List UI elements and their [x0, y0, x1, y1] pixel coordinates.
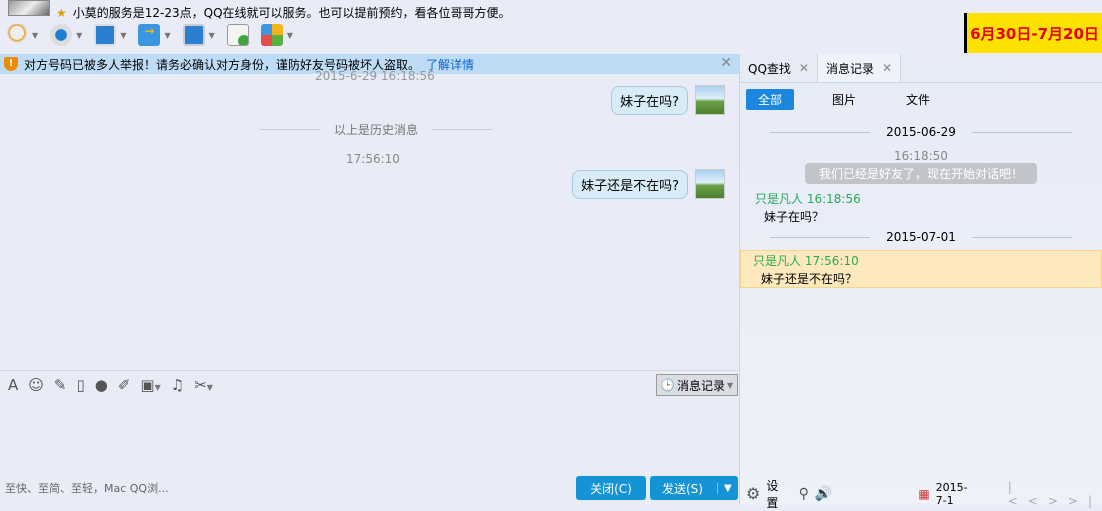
shake-icon[interactable]: ▯	[76, 376, 85, 394]
screenshot-scissors-icon[interactable]: ✂▼	[194, 376, 213, 394]
history-message: 妹子在吗？	[764, 210, 825, 224]
date-text: 2015-06-29	[886, 125, 956, 139]
input-toolbar: A ☺ ✎ ▯ ● ✐ ▣▼ ♫ ✂▼	[8, 376, 213, 394]
panel-tabs: QQ查找 ✕ 消息记录 ✕	[740, 54, 1102, 83]
close-button[interactable]: 关闭(C)	[576, 476, 646, 500]
screen-share-button[interactable]: ▼	[94, 24, 126, 46]
image-icon[interactable]: ▣▼	[140, 376, 161, 394]
tab-qq-search[interactable]: QQ查找 ✕	[740, 54, 818, 82]
panel-divider[interactable]	[739, 54, 740, 505]
contact-avatar[interactable]	[8, 0, 50, 16]
history-panel: QQ查找 ✕ 消息记录 ✕ 全部 图片 文件 2015-06-29 16:18:50…	[740, 54, 1102, 505]
add-chat-button[interactable]	[226, 24, 249, 46]
prev-page-icon[interactable]: <	[1027, 493, 1048, 508]
tab-label: QQ查找	[748, 61, 791, 76]
nudge-icon[interactable]: ✎	[53, 376, 67, 394]
avatar[interactable]	[695, 85, 725, 115]
message-bubble: 妹子在吗?	[611, 86, 688, 115]
video-call-button[interactable]: ▼	[50, 24, 82, 46]
history-message: 妹子还是不在吗？	[761, 272, 858, 286]
apps-button[interactable]: ▼	[260, 24, 293, 46]
remote-desktop-button[interactable]: ▼	[182, 24, 215, 46]
remote-desktop-icon	[182, 24, 205, 46]
date-separator: 2015-06-29	[740, 120, 1102, 144]
close-icon[interactable]: ✕	[720, 55, 732, 71]
history-footer: ⚙ 设置 ⚲ 🔊 ▦ 2015-7-1 |<<>>|	[740, 479, 1102, 510]
send-button[interactable]: 发送(S) ▼	[650, 476, 738, 500]
send-label: 发送(S)	[662, 481, 703, 496]
close-icon[interactable]: ✕	[798, 61, 809, 75]
date-separator: 2015-07-01	[740, 227, 1102, 247]
tab-label: 消息记录	[825, 61, 874, 76]
file-transfer-button[interactable]: →▼	[138, 24, 171, 46]
history-separator: 以上是历史消息	[260, 121, 493, 138]
system-time: 16:18:50	[894, 149, 948, 163]
music-icon[interactable]: ♫	[170, 376, 185, 394]
filter-all[interactable]: 全部	[746, 89, 795, 110]
warning-bar: ! 对方号码已被多人举报！请务必确认对方身份，谨防好友号码被坏人盗取。 了解详情…	[0, 54, 740, 74]
avatar[interactable]	[695, 169, 725, 199]
sender-line: 只是凡人 16:18:56	[755, 192, 861, 206]
filter-files[interactable]: 文件	[906, 93, 931, 107]
voice-message-icon[interactable]: ●	[94, 376, 108, 394]
toolbar: ▼ ▼ ▼ →▼ ▼ ▼	[6, 24, 293, 46]
close-icon[interactable]: ✕	[881, 61, 893, 75]
apps-icon	[260, 24, 283, 46]
voice-call-button[interactable]: ▼	[6, 24, 38, 46]
next-page-icon[interactable]: >	[1047, 493, 1068, 508]
first-page-icon[interactable]: |<	[1007, 479, 1028, 508]
pagination: |<<>>|	[1008, 480, 1102, 508]
timestamp: 17:56:10	[346, 152, 400, 166]
speaker-icon[interactable]: 🔊	[814, 485, 833, 502]
edit-icon[interactable]: ✐	[117, 376, 131, 394]
input-divider	[0, 370, 739, 371]
mic-icon	[6, 24, 28, 46]
screen-share-icon	[94, 24, 117, 46]
message-history-button[interactable]: 🕒消息记录▼	[656, 374, 738, 396]
promo-banner[interactable]: 6月30日-7月20日	[964, 13, 1102, 53]
highlighted-message[interactable]: 只是凡人 17:56:10 妹子还是不在吗？	[740, 250, 1102, 288]
sender-line: 只是凡人 17:56:10	[753, 254, 859, 268]
timestamp: 2015-6-29 16:18:56	[315, 69, 435, 83]
shield-warning-icon: !	[4, 57, 18, 71]
file-transfer-icon: →	[138, 24, 161, 46]
last-page-icon[interactable]: >|	[1067, 493, 1102, 508]
history-separator-text: 以上是历史消息	[334, 123, 419, 137]
contact-signature: ★ 小莫的服务是12-23点，QQ在线就可以服务。也可以提前预约，看各位哥哥方便。	[56, 4, 511, 21]
send-options-dropdown[interactable]: ▼	[716, 482, 732, 494]
warning-text: 对方号码已被多人举报！请务必确认对方身份，谨防好友号码被坏人盗取。	[24, 57, 421, 72]
clock-icon: 🕒	[660, 378, 675, 392]
tab-message-history[interactable]: 消息记录 ✕	[817, 54, 902, 82]
filter-images[interactable]: 图片	[832, 93, 857, 107]
gear-icon[interactable]: ⚙	[746, 484, 761, 503]
signature-text: 小莫的服务是12-23点，QQ在线就可以服务。也可以提前预约，看各位哥哥方便。	[72, 6, 511, 20]
learn-more-link[interactable]: 了解详情	[426, 57, 475, 72]
calendar-icon[interactable]: ▦	[918, 486, 930, 501]
date-text: 2015-07-01	[886, 230, 956, 244]
history-filters: 全部 图片 文件	[740, 83, 1102, 116]
date-picker[interactable]: 2015-7-1	[935, 480, 968, 507]
font-icon[interactable]: A	[8, 376, 19, 394]
emoji-icon[interactable]: ☺	[28, 376, 44, 394]
camera-icon	[50, 24, 73, 46]
ad-text[interactable]: 至快、至简、至轻，Mac QQ浏...	[5, 482, 169, 495]
settings-button[interactable]: 设置	[766, 478, 779, 510]
search-icon[interactable]: ⚲	[798, 485, 809, 502]
star-icon: ★	[56, 6, 67, 20]
message-bubble: 妹子还是不在吗?	[572, 170, 688, 199]
add-chat-icon	[226, 24, 249, 46]
history-label: 消息记录	[676, 378, 725, 393]
system-message: 我们已经是好友了，现在开始对话吧！	[805, 163, 1037, 184]
